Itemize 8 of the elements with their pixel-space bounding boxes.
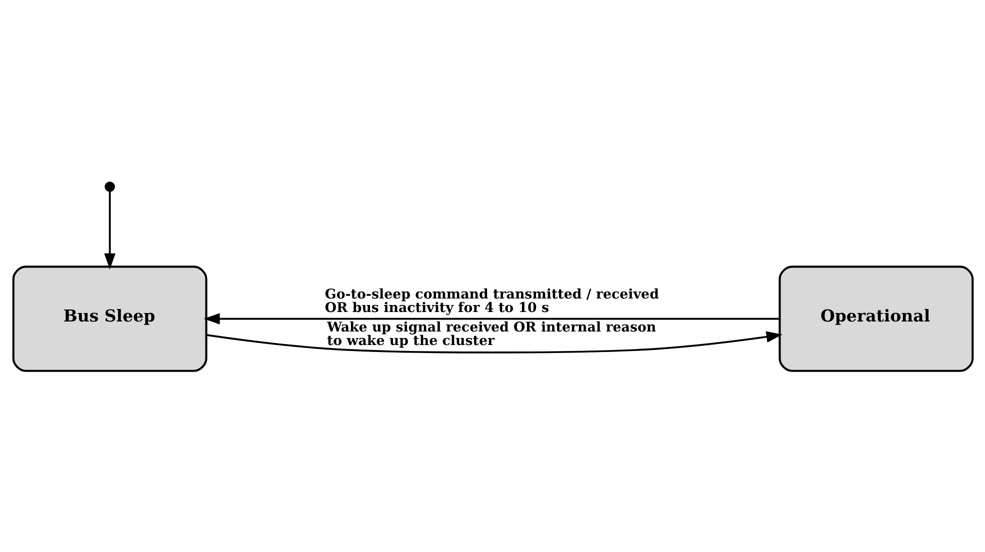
edge-label: Wake up signal received OR internal reason to wake up the cluster	[326, 319, 656, 348]
node-circle	[104, 181, 114, 192]
node-box: Operational	[778, 265, 974, 372]
node-box: Bus Sleep	[12, 265, 207, 372]
edge-label: Go-to-sleep command transmitted / received OR bus inactivity for 4 to 10 s	[324, 286, 658, 316]
arrow	[104, 191, 115, 269]
arrow	[203, 312, 779, 324]
arrow	[206, 330, 782, 353]
